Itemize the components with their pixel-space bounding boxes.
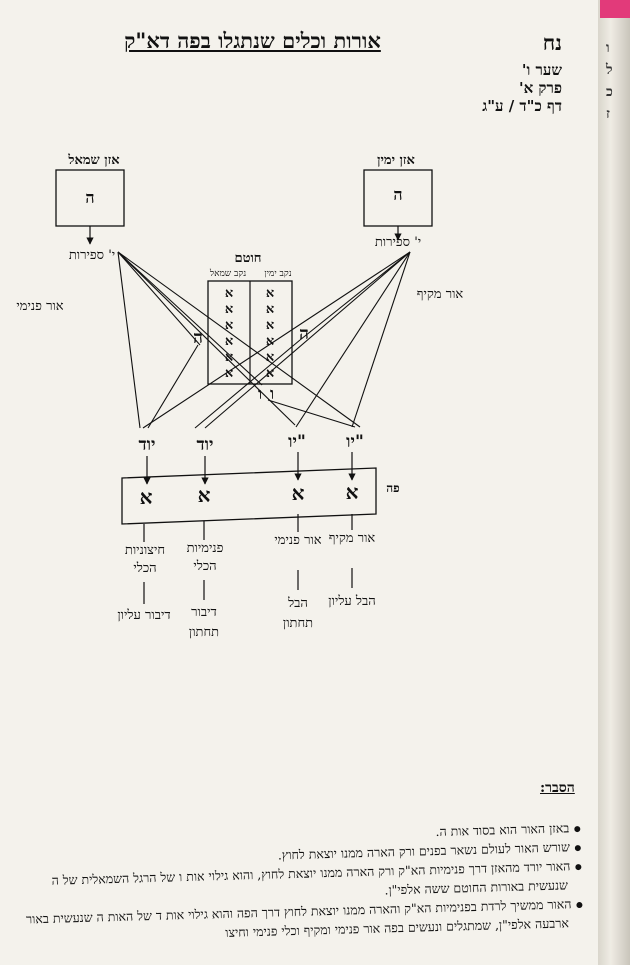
right-ear-label: אזן ימין [377, 153, 415, 168]
nose-aleph: א [225, 318, 233, 333]
right-ear-letter: ה [393, 185, 402, 204]
explanation-list: באזן האור הוא בסוד אות ה. שורש האור לעול… [0, 818, 583, 948]
adjacent-page-edge [598, 0, 630, 965]
explanation-title: הסבר: [540, 780, 575, 796]
edge-letter: כ [606, 84, 613, 100]
left-nostril-label: נקב שמאל [209, 268, 246, 279]
word-yu: יו" [346, 432, 364, 452]
side-or-makif: אור מקיף [417, 287, 464, 302]
mouth-label: פה [386, 481, 399, 495]
word-yud: יוד [197, 435, 214, 455]
nose-aleph: א [225, 350, 233, 365]
label-surrounding-light: אור מקיף [328, 531, 376, 546]
word-yu: יו" [288, 432, 306, 452]
label-internal-vessel: פנימיות הכלי [186, 541, 224, 574]
left-sefirot: י' ספירות [69, 248, 115, 263]
label-inner-light: אור פנימי [274, 533, 322, 548]
nose-aleph: א [225, 286, 233, 301]
nose-aleph: א [225, 302, 233, 317]
nose-aleph: א [266, 286, 274, 301]
left-ear-label: אזן שמאל [67, 153, 119, 168]
page-title: אורות וכלים שנתגלו בפה דא"ק [124, 28, 381, 53]
nose-aleph: א [225, 334, 233, 349]
page-number: נח [542, 30, 562, 55]
vav-left-letter: ו [258, 384, 262, 403]
mouth-aleph: א [292, 481, 305, 505]
nose-aleph: א [266, 334, 274, 349]
label-lower-breath: הבל תחתון [282, 596, 314, 631]
he-left-letter: ה [193, 328, 203, 348]
gate-reference: שער ו' [521, 61, 562, 79]
word-yud: יוד [139, 435, 156, 455]
he-right-letter: ה [299, 324, 309, 344]
label-lower-speech: דיבור תחתון [188, 605, 220, 640]
right-nostril-label: נקב ימין [264, 269, 291, 279]
edge-letter: ו [606, 40, 610, 56]
nose-aleph: א [266, 318, 274, 333]
vav-right-letter: ו [270, 384, 274, 403]
nose-aleph: א [225, 366, 233, 381]
mouth-box [121, 467, 377, 525]
bookmark-tab [600, 0, 630, 18]
side-or-pnimi: אור פנימי [16, 299, 63, 314]
left-ear-letter: ה [85, 188, 94, 207]
folio-reference: דף כ"ד / ע"ג [482, 97, 562, 115]
label-external-vessel: חיצוניות הכלי [124, 543, 166, 576]
mouth-aleph: א [198, 483, 211, 507]
mouth-aleph: א [346, 480, 359, 504]
chapter-reference: פרק א' [518, 79, 562, 97]
label-upper-speech: דיבור עליון [117, 608, 171, 623]
nose-aleph: א [266, 366, 274, 381]
right-sefirot: י' ספירות [375, 235, 421, 250]
label-upper-breath: הבל עליון [328, 594, 376, 609]
diagram: אזן שמאל ה י' ספירות אזן ימין ה י' ספירו… [16, 153, 464, 604]
document-page: אורות וכלים שנתגלו בפה דא"ק נח שער ו' פר… [0, 0, 600, 965]
nose-aleph: א [266, 350, 274, 365]
edge-letter: ז [606, 106, 610, 122]
nose-label: חוטם [235, 251, 262, 266]
edge-letter: ל [606, 62, 613, 78]
nose-aleph: א [266, 302, 274, 317]
mouth-aleph: א [140, 485, 153, 509]
